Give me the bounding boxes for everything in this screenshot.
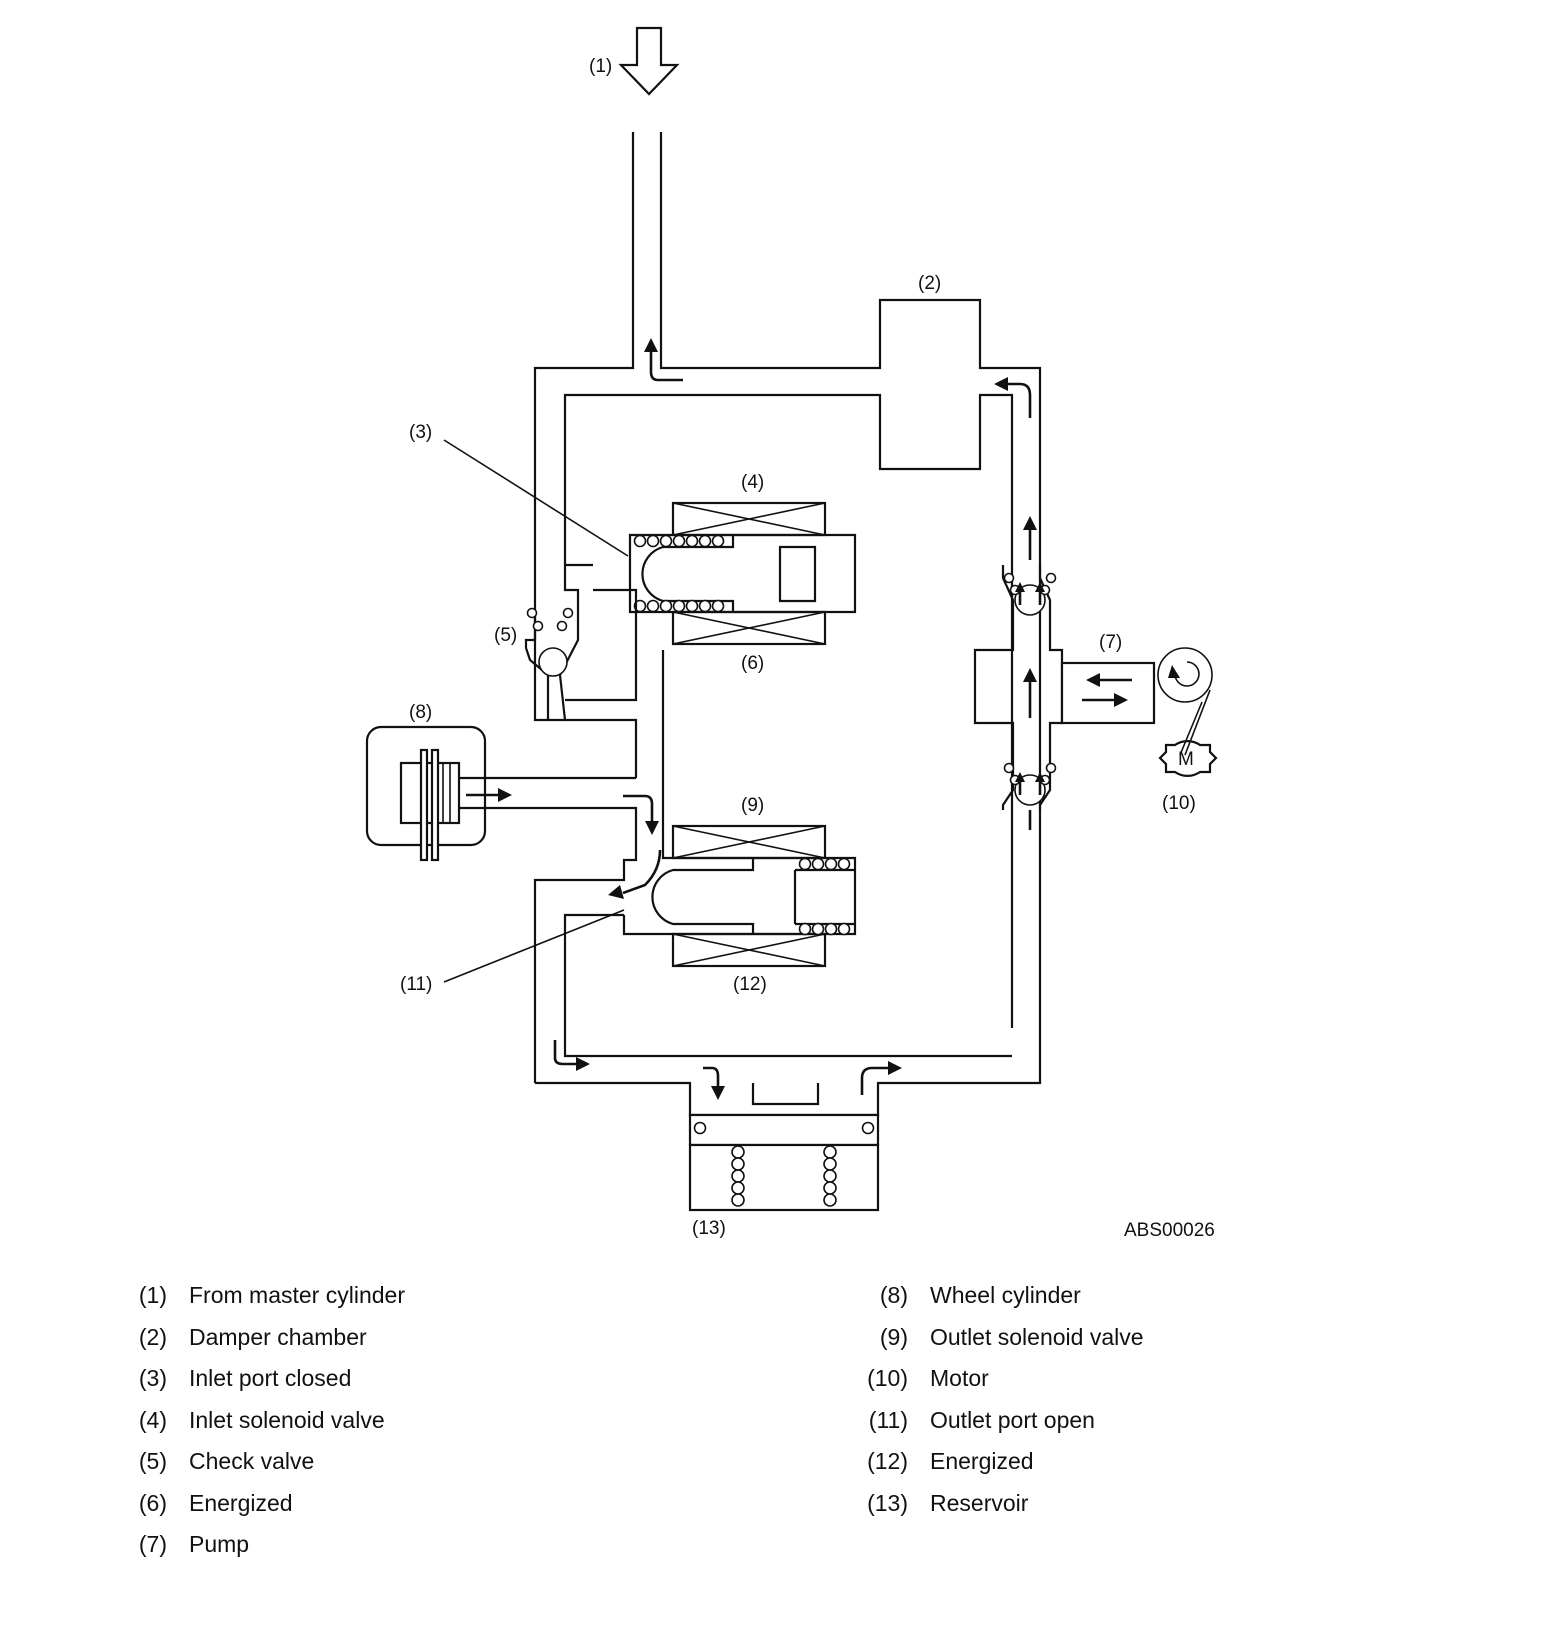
legend-item: (2) Damper chamber <box>115 1322 595 1364</box>
legend-item: (11) Outlet port open <box>850 1405 1330 1447</box>
callout-2: (2) <box>918 273 941 294</box>
callout-13: (13) <box>692 1218 726 1239</box>
legend-number: (1) <box>138 1282 167 1308</box>
inlet-solenoid-valve <box>628 501 857 646</box>
supply-pipe <box>533 132 850 778</box>
callout-4: (4) <box>741 472 764 493</box>
legend-number: (5) <box>138 1448 167 1474</box>
legend-label: Motor <box>930 1365 989 1391</box>
damper-chamber <box>850 298 1042 1056</box>
legend-item: (6) Energized <box>115 1488 595 1530</box>
callout-11: (11) <box>400 974 432 995</box>
callout-12: (12) <box>733 974 767 995</box>
legend-label: Energized <box>930 1448 1034 1474</box>
wheel-cylinder <box>365 725 638 1083</box>
legend-label: Outlet port open <box>930 1406 1095 1433</box>
legend-item: (3) Inlet port closed <box>115 1363 595 1405</box>
callout-5: (5) <box>494 625 517 646</box>
legend-item: (5) Check valve <box>115 1446 595 1488</box>
legend-number: (9) <box>879 1323 908 1350</box>
legend-number: (7) <box>138 1531 167 1557</box>
legend-number: (4) <box>138 1406 167 1433</box>
legend-number: (10) <box>867 1365 908 1391</box>
legend-label: Pump <box>189 1531 250 1557</box>
callout-10: (10) <box>1162 793 1196 814</box>
legend-label: Wheel cylinder <box>930 1282 1081 1308</box>
legend-label: Damper chamber <box>189 1323 367 1350</box>
check-valve <box>524 565 638 721</box>
legend-number: (12) <box>867 1448 908 1474</box>
legend-label: Check valve <box>189 1448 315 1474</box>
callout-8: (8) <box>409 702 432 723</box>
legend-number: (11) <box>868 1406 908 1433</box>
legend-label: Reservoir <box>930 1489 1029 1516</box>
leader-3 <box>443 439 629 557</box>
callout-9: (9) <box>741 795 764 816</box>
motor: M <box>1157 647 1218 777</box>
legend-number: (8) <box>879 1282 908 1308</box>
leader-11 <box>443 909 625 983</box>
legend-item: (4) Inlet solenoid valve <box>115 1405 595 1447</box>
legend-number: (13) <box>867 1489 908 1516</box>
legend-label: Inlet port closed <box>189 1365 352 1391</box>
callout-7: (7) <box>1099 632 1122 653</box>
outlet-solenoid-valve <box>563 650 1012 1058</box>
legend-label: Energized <box>189 1489 293 1516</box>
flow-arrows <box>466 338 1132 1100</box>
legend-left-column: (1) From master cylinder (2) Damper chambe… <box>115 1280 595 1571</box>
figure-code: ABS00026 <box>1124 1220 1215 1240</box>
callout-3: (3) <box>409 422 432 443</box>
legend-item: (12) Energized <box>850 1446 1330 1488</box>
legend-right-column: (8) Wheel cylinder (9) Outlet solenoid val… <box>850 1280 1330 1529</box>
legend-item: (13) Reservoir <box>850 1488 1330 1530</box>
legend-item: (1) From master cylinder <box>115 1280 595 1322</box>
legend-label: Outlet solenoid valve <box>930 1323 1144 1350</box>
master-cylinder-inlet-arrow <box>618 26 680 96</box>
legend-item: (10) Motor <box>850 1363 1330 1405</box>
callout-6: (6) <box>741 653 764 674</box>
legend-item: (8) Wheel cylinder <box>850 1280 1330 1322</box>
reservoir <box>535 1056 1042 1212</box>
legend-number: (2) <box>138 1323 167 1350</box>
legend-item: (9) Outlet solenoid valve <box>850 1322 1330 1364</box>
legend-label: From master cylinder <box>189 1282 405 1308</box>
callout-1: (1) <box>589 56 612 77</box>
legend-number: (3) <box>138 1365 167 1391</box>
pump <box>973 565 1156 810</box>
legend-label: Inlet solenoid valve <box>189 1406 385 1433</box>
motor-letter: M <box>1178 749 1194 770</box>
legend-item: (7) Pump <box>115 1529 595 1571</box>
legend-number: (6) <box>138 1489 167 1516</box>
abs-hydraulic-diagram: (1) (2) (4) (6) <box>365 26 1218 1240</box>
